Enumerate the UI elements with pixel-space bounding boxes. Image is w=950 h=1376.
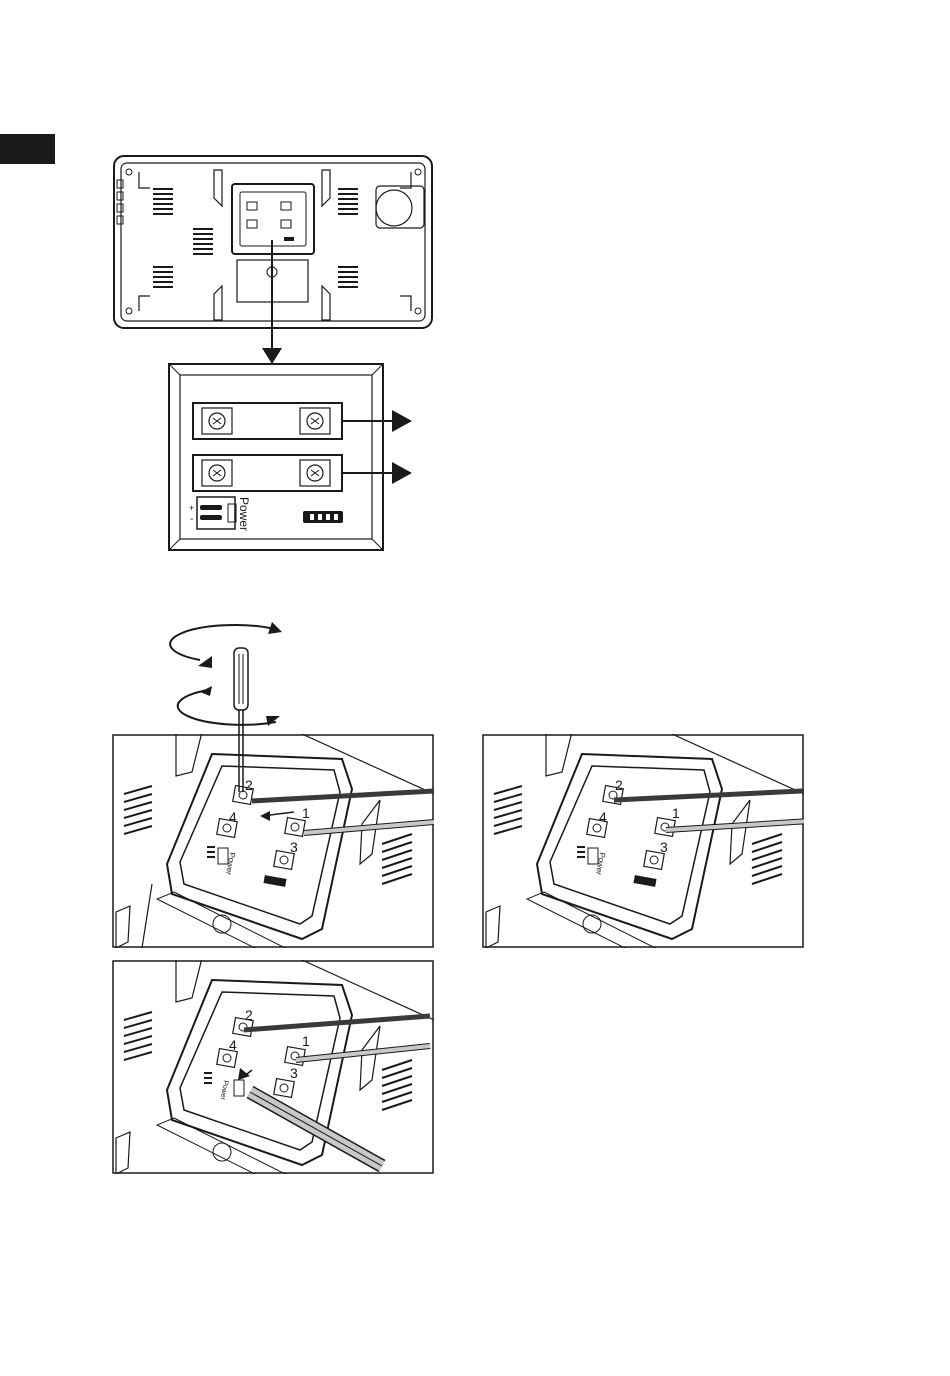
terminal-number-2: 2	[615, 777, 623, 793]
terminal-number-4: 4	[599, 809, 607, 825]
terminal-number-1: 1	[302, 1033, 310, 1049]
step-2-panel: 2 4 1 3 Power	[482, 734, 804, 948]
terminal-number-2: 2	[245, 777, 253, 793]
power-label: Power	[237, 497, 251, 531]
terminal-number-2: 2	[245, 1007, 253, 1023]
terminal-number-3: 3	[290, 1065, 298, 1081]
terminal-number-1: 1	[302, 805, 310, 821]
minus-symbol: -	[190, 514, 193, 525]
terminal-number-4: 4	[229, 809, 237, 825]
plus-symbol: +	[189, 503, 194, 513]
terminal-number-3: 3	[660, 839, 668, 855]
terminal-number-4: 4	[229, 1037, 237, 1053]
terminal-block-zoom: + - Power	[0, 0, 950, 600]
terminal-number-3: 3	[290, 839, 298, 855]
step-1-panel: 2 4 1 3 Power	[112, 734, 434, 948]
step-3-panel: 2 4 1 3 Power	[112, 960, 434, 1174]
terminal-number-1: 1	[672, 805, 680, 821]
